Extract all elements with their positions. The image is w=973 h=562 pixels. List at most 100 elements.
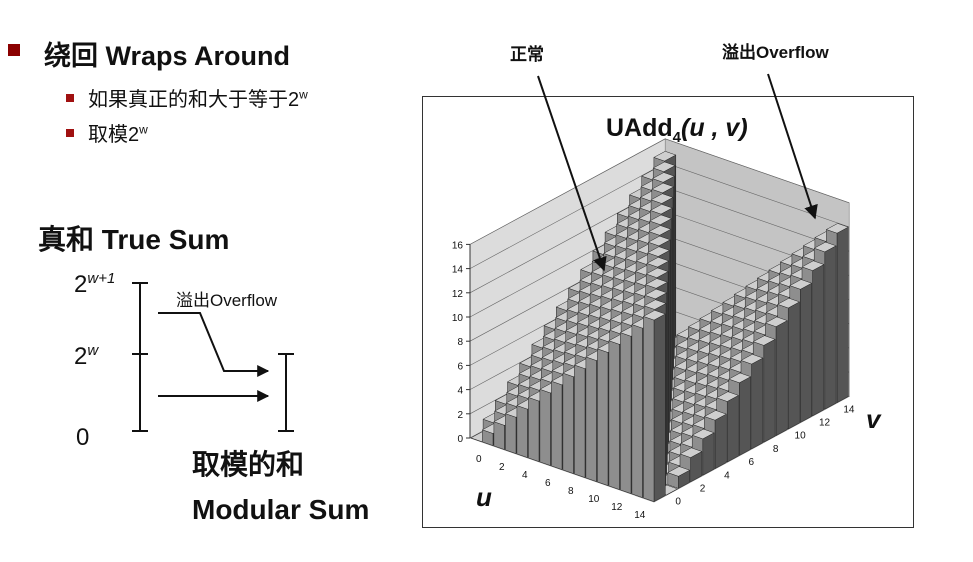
bar-top xyxy=(649,204,673,215)
bar-top xyxy=(645,267,669,278)
v-tick-label: 8 xyxy=(773,444,779,455)
bar-side xyxy=(812,264,825,417)
sub-bullet-1: 如果真正的和大于等于2w xyxy=(88,83,308,112)
v-tick-label: 4 xyxy=(724,470,730,481)
true-sum-axis xyxy=(132,282,148,432)
z-tick-label: 10 xyxy=(452,313,464,324)
u-tick-label: 6 xyxy=(545,478,551,489)
bar-top xyxy=(651,172,676,183)
wraps-around-en: Wraps Around xyxy=(105,41,291,71)
bar-side xyxy=(739,376,751,456)
chart-frame xyxy=(422,96,914,528)
bar-top xyxy=(649,214,673,225)
bar-top xyxy=(691,428,715,440)
bar-top xyxy=(648,225,672,236)
bar-front xyxy=(493,421,505,450)
modular-sum-title: 取模的和 Modular Sum xyxy=(192,442,369,532)
bar-side xyxy=(714,413,727,470)
bar-front xyxy=(528,397,540,462)
chart-title-sub: 4 xyxy=(672,129,681,146)
z-tick-label: 8 xyxy=(457,337,463,348)
bar-front xyxy=(643,316,655,502)
bar-top xyxy=(728,372,752,384)
bar-side xyxy=(787,301,800,430)
true-sum-diagram xyxy=(132,282,294,432)
bar-side xyxy=(775,320,788,437)
bar-side xyxy=(800,282,812,423)
bar-top xyxy=(789,279,813,290)
bar-top xyxy=(644,278,669,289)
bar-side xyxy=(702,432,715,476)
v-tick-label: 6 xyxy=(749,457,755,468)
bar-top xyxy=(813,241,837,253)
sub-bullet-icon xyxy=(66,94,74,102)
bar-top xyxy=(825,223,849,234)
normal-label: 正常 xyxy=(510,45,544,64)
bar-top xyxy=(646,257,670,268)
bar-front xyxy=(516,405,528,458)
bar-front xyxy=(551,380,563,470)
overflow-label-left: 溢出Overflow xyxy=(176,291,278,310)
tick-label-bottom: 0 xyxy=(76,424,90,451)
bar-front xyxy=(608,340,620,490)
bar-top xyxy=(715,391,740,402)
tick-mid-base: 2 xyxy=(74,343,88,370)
bar-top xyxy=(643,299,667,310)
v-tick-label: 2 xyxy=(700,484,706,495)
bar-top xyxy=(651,182,675,194)
bar-top xyxy=(647,235,671,247)
bar-top xyxy=(646,246,671,257)
chart-title: UAdd4(u , v) xyxy=(606,114,748,146)
z-tick-label: 16 xyxy=(452,240,464,251)
v-axis-label: v xyxy=(866,404,881,434)
sub-bullet-2-text: 取模2 xyxy=(88,124,140,146)
bar-front xyxy=(539,388,551,466)
modular-sum-line1: 取模的和 xyxy=(192,449,305,480)
u-axis-label: u xyxy=(476,482,492,512)
u-tick-label: 14 xyxy=(634,510,646,521)
chart-title-args: (u , v) xyxy=(681,114,748,142)
bar-top xyxy=(667,466,691,477)
sub-bullet-2: 取模2w xyxy=(88,118,148,147)
bar-top xyxy=(801,260,825,271)
bar-front xyxy=(631,324,643,498)
z-tick-label: 4 xyxy=(457,386,463,397)
u-tick-label: 2 xyxy=(499,462,505,473)
grid-line xyxy=(469,138,850,245)
u-tick-label: 8 xyxy=(568,486,574,497)
z-tick-label: 14 xyxy=(452,265,464,276)
bar-top xyxy=(653,151,677,162)
v-tick-label: 0 xyxy=(675,497,681,508)
u-tick-label: 12 xyxy=(611,502,623,513)
sub-bullet-1-text: 如果真正的和大于等于2 xyxy=(88,89,300,111)
bar-side xyxy=(763,338,776,443)
modular-sum-line2: Modular Sum xyxy=(192,494,370,525)
tick-top-exp: w+1 xyxy=(87,270,116,287)
bar-front xyxy=(505,413,517,454)
z-tick-label: 2 xyxy=(457,410,463,421)
u-tick-label: 0 xyxy=(476,454,482,465)
bar-side xyxy=(824,245,837,410)
wraps-around-zh: 绕回 xyxy=(44,41,98,71)
bar xyxy=(642,310,666,503)
bar-side xyxy=(751,357,764,450)
true-sum-title: 真和 True Sum xyxy=(38,224,230,255)
z-tick-label: 0 xyxy=(457,434,463,445)
z-tick-label: 12 xyxy=(452,289,464,300)
v-tick-label: 10 xyxy=(795,431,807,442)
tick-label-mid: 2w xyxy=(74,342,98,371)
chart-title-func: UAdd xyxy=(606,114,673,142)
bar-front xyxy=(574,364,586,478)
modular-sum-axis xyxy=(278,353,294,432)
bar-front xyxy=(620,332,632,494)
sub-bullet-1-sup: w xyxy=(299,87,308,102)
u-tick-label: 4 xyxy=(522,470,528,481)
overflow-pointer-arrow xyxy=(767,73,818,220)
bar-top xyxy=(740,354,764,365)
bar-front xyxy=(585,356,597,482)
bar-top xyxy=(764,316,788,327)
bar-top xyxy=(752,335,776,346)
z-tick-label: 6 xyxy=(457,361,463,372)
bar-front xyxy=(597,348,609,486)
